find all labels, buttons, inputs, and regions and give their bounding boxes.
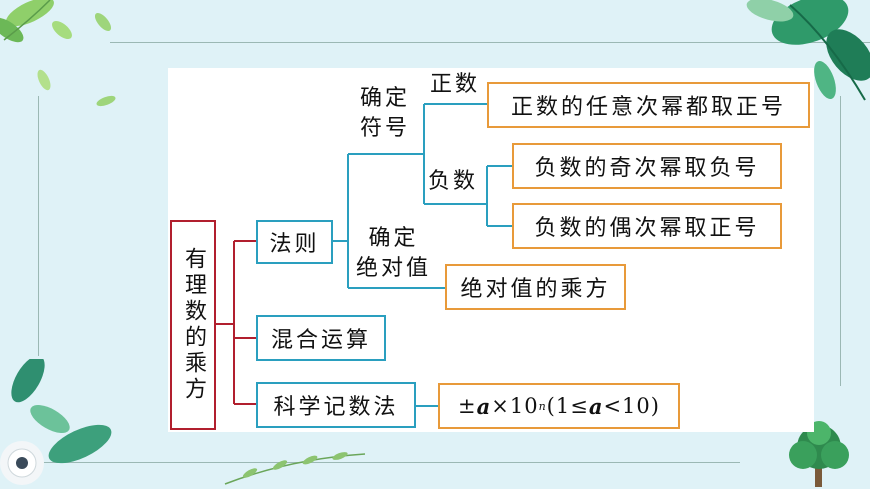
positive-rule-box: 正数的任意次幂都取正号: [487, 82, 810, 128]
formula-times-ten: ×10: [491, 394, 539, 418]
rules-box: 法则: [256, 220, 333, 264]
root-box: 有理数的乘方: [170, 220, 216, 430]
scientific-formula-box: ± a ×10 n (1≤ a <10): [438, 383, 680, 429]
positive-label: 正数: [430, 72, 481, 97]
tree-bottom-right: [789, 421, 849, 487]
formula-a-range: a: [588, 393, 604, 419]
leaf-cluster-top-left: [0, 0, 116, 107]
determine-abs-line-1: 确定: [368, 226, 419, 251]
formula-range-open: (1≤: [546, 394, 589, 418]
formula-range-close: <10): [603, 394, 660, 418]
frame-line-top: [110, 42, 870, 43]
determine-sign-line-1: 确定: [360, 86, 411, 111]
frame-line-right: [840, 96, 841, 386]
mixed-operations-box: 混合运算: [256, 315, 386, 361]
leaf-cluster-top-right: [746, 0, 870, 101]
determine-abs-line-2: 绝对值: [356, 256, 432, 281]
frame-line-bottom: [40, 462, 740, 463]
abs-rule-box: 绝对值的乘方: [445, 264, 626, 310]
negative-label: 负数: [428, 169, 479, 194]
flower-bottom-left: [0, 359, 112, 485]
formula-exponent-n: n: [538, 399, 547, 413]
negative-even-rule-box: 负数的偶次幂取正号: [512, 203, 782, 249]
negative-odd-rule-box: 负数的奇次幂取负号: [512, 143, 782, 189]
formula-a: a: [476, 393, 492, 419]
fern-bottom: [224, 452, 366, 485]
determine-abs-label: 确定 绝对值: [356, 224, 431, 284]
scientific-notation-box: 科学记数法: [256, 382, 416, 428]
determine-sign-label: 确定 符号: [360, 84, 410, 144]
formula-plus-minus: ±: [458, 394, 477, 418]
determine-sign-line-2: 符号: [360, 116, 411, 141]
frame-line-left: [38, 96, 39, 356]
